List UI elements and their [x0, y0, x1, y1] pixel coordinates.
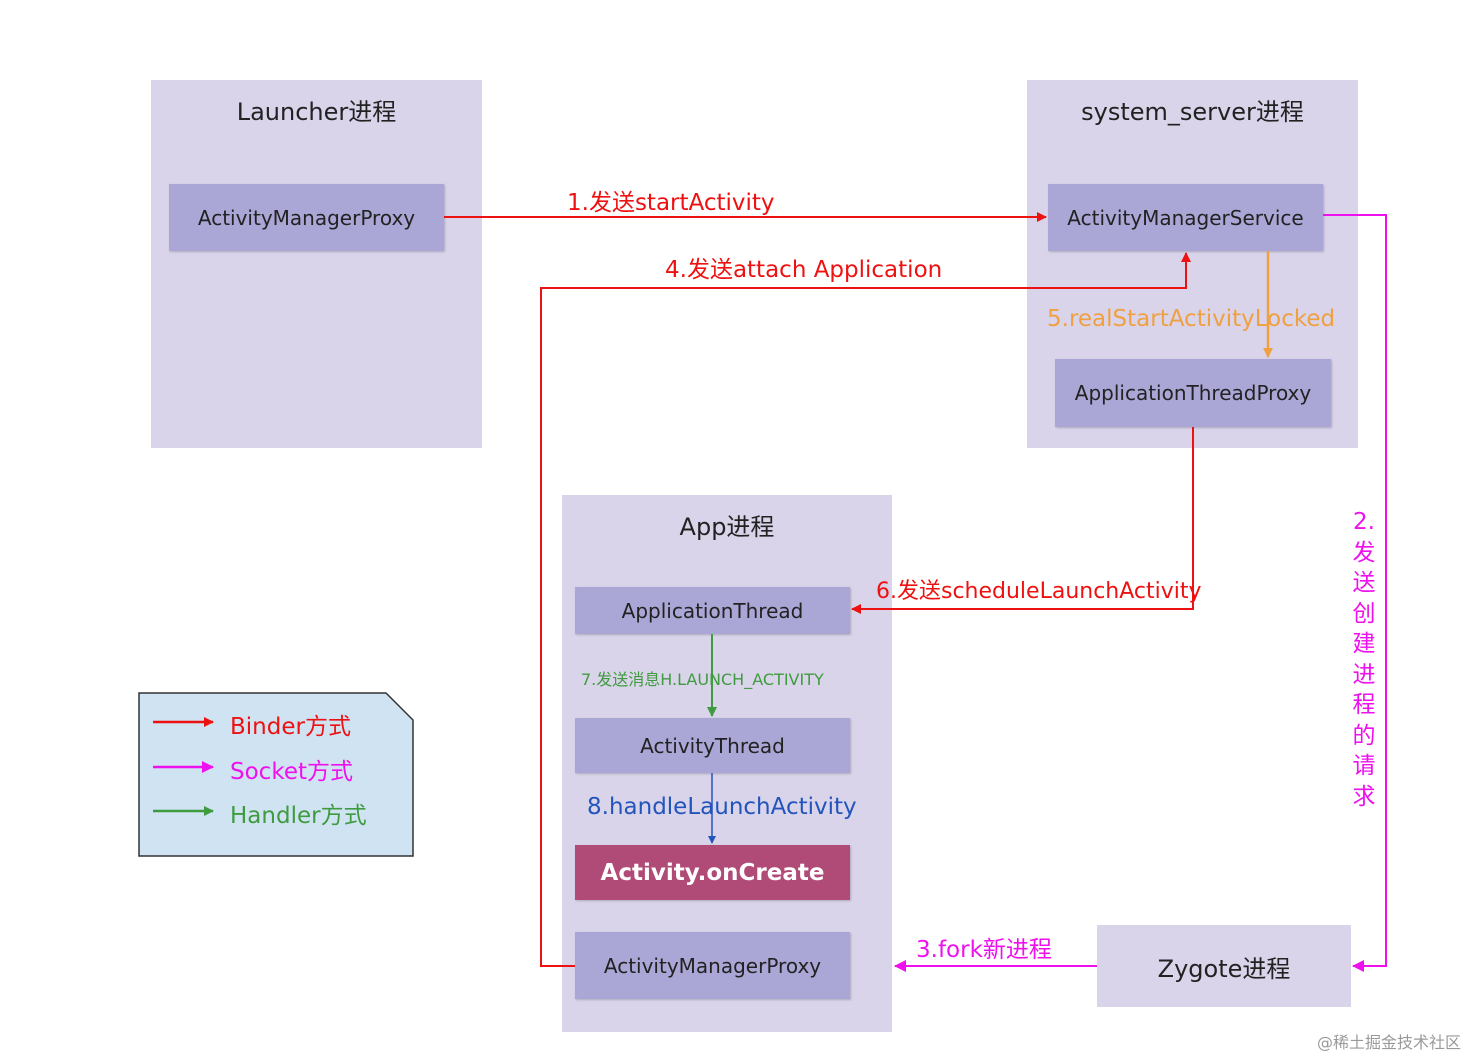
edge-2-label-char: 程 [1352, 692, 1376, 718]
edge-8-label: 8.handleLaunchActivity [587, 794, 857, 820]
edge-4-line [540, 252, 1191, 967]
watermark: @稀土掘金技术社区 [1316, 1033, 1461, 1052]
edge-2-label-char: 进 [1352, 661, 1376, 688]
edge-2-label-char: 建 [1352, 631, 1376, 657]
application-thread-proxy: ApplicationThreadProxy [1055, 359, 1331, 427]
edge-6-label: 6.发送scheduleLaunchActivity [876, 579, 1202, 604]
edge-2-label-char: 发 [1352, 539, 1376, 566]
legend-socket-label: Socket方式 [230, 759, 353, 785]
app-activity-manager-proxy: ActivityManagerProxy [575, 932, 850, 999]
edge-3-label: 3.fork新进程 [916, 937, 1052, 963]
edge-2-line [1323, 214, 1387, 972]
edge-2-label-char: 请 [1352, 753, 1376, 779]
edge-2-label-char: 创 [1352, 600, 1376, 627]
edge-2-label-char: 2. [1353, 509, 1375, 535]
system-server-process-title: system_server进程 [1081, 98, 1304, 126]
activity-thread: ActivityThread [575, 718, 850, 773]
activity-oncreate: Activity.onCreate [575, 845, 850, 900]
edge-6-line [851, 427, 1194, 614]
edge-5-label: 5.realStartActivityLocked [1047, 306, 1336, 332]
application-thread: ApplicationThread [575, 587, 850, 634]
legend-binder-label: Binder方式 [230, 714, 351, 740]
launcher-activity-manager-proxy: ActivityManagerProxy [169, 184, 444, 251]
edge-4-label: 4.发送attach Application [665, 257, 943, 283]
legend-handler-label: Handler方式 [230, 803, 367, 829]
edge-2-label-char: 送 [1352, 570, 1376, 596]
app-process-title: App进程 [679, 513, 775, 541]
edge-1-label: 1.发送startActivity [567, 190, 775, 216]
edge-2-label: 2. 发 送 创 建 进 程 的 请 求 [1349, 507, 1379, 812]
activity-manager-service: ActivityManagerService [1048, 184, 1323, 251]
zygote-process: Zygote进程 [1097, 925, 1351, 1007]
edge-2-label-char: 求 [1352, 783, 1376, 810]
edge-2-label-char: 的 [1352, 722, 1376, 749]
launcher-process: Launcher进程 [151, 80, 482, 448]
zygote-process-title: Zygote进程 [1157, 954, 1291, 983]
edge-7-label: 7.发送消息H.LAUNCH_ACTIVITY [581, 670, 824, 689]
launcher-process-title: Launcher进程 [236, 98, 397, 126]
